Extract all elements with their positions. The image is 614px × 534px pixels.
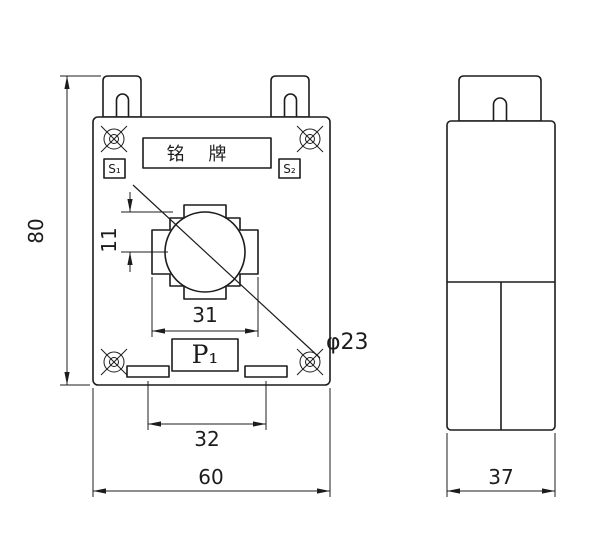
phi23-leader-line bbox=[132, 184, 321, 359]
mounting-tab-right bbox=[270, 75, 310, 118]
dimension-window-31: 31 bbox=[151, 277, 259, 337]
arrowhead-right-icon bbox=[245, 328, 258, 334]
arrowhead-left-icon bbox=[152, 328, 165, 334]
mounting-slot-left bbox=[126, 365, 170, 378]
s2-terminal-box bbox=[278, 158, 301, 179]
dim-label-37: 37 bbox=[488, 465, 513, 489]
corner-screw-bottom-right bbox=[296, 348, 324, 376]
dimension-slots-32: 32 bbox=[147, 381, 267, 451]
dim-label-31: 31 bbox=[192, 303, 217, 327]
dimension-height-80: 80 bbox=[24, 75, 101, 386]
mounting-slot-right bbox=[244, 365, 288, 378]
arrowhead-right-icon bbox=[542, 488, 555, 494]
dim-label-60: 60 bbox=[198, 465, 223, 489]
arrowhead-up-icon bbox=[64, 76, 70, 89]
front-view: 铭 牌 S₁ S₂ P₁ bbox=[92, 75, 331, 386]
p1-terminal-label: P₁ bbox=[192, 340, 219, 369]
corner-screw-bottom-left bbox=[100, 348, 128, 376]
arrowhead-right-icon bbox=[317, 488, 330, 494]
arrowhead-down-icon bbox=[64, 372, 70, 385]
arrowhead-right-icon bbox=[253, 421, 266, 427]
mounting-tab-left bbox=[102, 75, 142, 118]
window-opening-outline bbox=[151, 204, 259, 300]
dim-label-32: 32 bbox=[194, 427, 219, 451]
dimension-offset-11: 11 bbox=[97, 192, 173, 272]
arrowhead-left-icon bbox=[93, 488, 106, 494]
arrowhead-down-icon bbox=[127, 199, 133, 212]
corner-screw-top-right bbox=[296, 125, 324, 153]
side-tab-slot-icon bbox=[492, 97, 508, 121]
s1-terminal-label: S₁ bbox=[108, 162, 121, 176]
s2-terminal-label: S₂ bbox=[283, 162, 296, 176]
dimension-width-60: 60 bbox=[92, 388, 331, 497]
arrowhead-up-icon bbox=[127, 252, 133, 265]
dim-label-phi23: φ23 bbox=[326, 330, 369, 355]
arrowhead-left-icon bbox=[447, 488, 460, 494]
arrowhead-left-icon bbox=[148, 421, 161, 427]
hole-diameter-callout: φ23 bbox=[132, 184, 369, 359]
tab-slot-right-icon bbox=[283, 93, 298, 117]
dimension-depth-37: 37 bbox=[446, 433, 556, 497]
nameplate-label: 铭 牌 bbox=[167, 144, 236, 165]
dim-label-11: 11 bbox=[97, 227, 121, 252]
dim-label-80: 80 bbox=[24, 218, 48, 243]
p1-terminal-box bbox=[171, 338, 239, 372]
s1-terminal-box bbox=[103, 158, 126, 179]
side-view bbox=[446, 75, 556, 431]
corner-screw-top-left bbox=[100, 125, 128, 153]
nameplate-box bbox=[142, 137, 272, 169]
tab-slot-left-icon bbox=[115, 93, 130, 117]
